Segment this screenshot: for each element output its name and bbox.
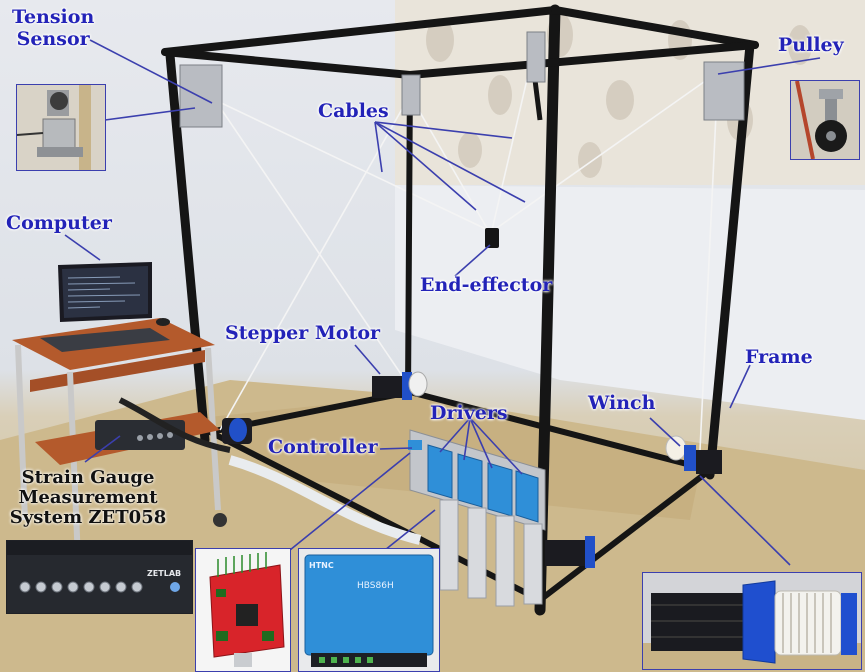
stepper-motor-mount bbox=[402, 372, 412, 400]
driver-inset: HTNC HBS86H bbox=[298, 548, 440, 672]
driver-units bbox=[427, 444, 539, 523]
driver-inset-art bbox=[299, 549, 439, 671]
right-winch-motor bbox=[696, 450, 722, 474]
label-pulley: Pulley bbox=[778, 34, 844, 56]
front-winch-motor bbox=[545, 540, 585, 566]
white-backdrop bbox=[395, 185, 865, 420]
label-strain-gauge: Strain Gauge Measurement System ZET058 bbox=[4, 468, 172, 528]
pulley-inset bbox=[790, 80, 860, 160]
label-strain-line1: Strain Gauge bbox=[21, 467, 155, 488]
driver-brand-text: HTNC bbox=[309, 561, 334, 570]
tension-sensor-inset bbox=[16, 84, 106, 171]
driver-model-text: HBS86H bbox=[357, 581, 394, 591]
label-stepper-motor: Stepper Motor bbox=[225, 322, 381, 344]
laptop bbox=[40, 262, 170, 352]
winch-inset bbox=[642, 572, 862, 670]
label-strain-line2: Measurement bbox=[18, 487, 158, 508]
mid-bracket bbox=[401, 74, 421, 116]
label-cables: Cables bbox=[318, 100, 389, 122]
label-strain-line3: System ZET058 bbox=[9, 507, 167, 528]
label-tension-sensor-line1: Tension bbox=[12, 6, 95, 28]
controller-box-photo bbox=[408, 440, 422, 450]
strain-gauge-inset-art bbox=[7, 541, 192, 613]
winch-inset-art bbox=[643, 573, 861, 669]
front-winch-mount bbox=[585, 536, 595, 568]
tension-sensor-inset-art bbox=[17, 85, 105, 170]
leader-lines bbox=[64, 39, 821, 566]
label-computer: Computer bbox=[6, 212, 112, 234]
driver-boxes-below bbox=[439, 499, 543, 607]
label-frame: Frame bbox=[745, 346, 813, 368]
cable-bundle bbox=[228, 455, 422, 545]
top-bracket bbox=[526, 31, 546, 83]
controller-board-inset-art bbox=[196, 549, 290, 671]
end-effector-body bbox=[485, 228, 499, 248]
cable-bundle-dark bbox=[118, 397, 231, 453]
right-winch-mount bbox=[684, 445, 696, 471]
label-controller: Controller bbox=[268, 436, 378, 458]
frame-top bbox=[161, 6, 759, 79]
label-end-effector: End-effector bbox=[420, 274, 553, 296]
pulley-inset-art bbox=[791, 81, 859, 159]
strain-gauge-inset: ZETLAB bbox=[6, 540, 193, 614]
zetlab-brand-text: ZETLAB bbox=[147, 569, 182, 578]
controller-board-inset bbox=[195, 548, 291, 672]
right-winch-drum bbox=[665, 435, 687, 461]
stepper-winch-drum bbox=[408, 371, 428, 397]
label-winch: Winch bbox=[588, 392, 656, 414]
stepper-motor-body bbox=[372, 376, 402, 398]
left-bracket bbox=[179, 64, 223, 128]
label-tension-sensor-line2: Sensor bbox=[16, 28, 90, 50]
label-tension-sensor: Tension Sensor bbox=[12, 6, 94, 50]
left-winch-drum bbox=[229, 418, 247, 442]
label-drivers: Drivers bbox=[430, 402, 508, 424]
strain-gauge-photo-ports bbox=[137, 432, 173, 441]
